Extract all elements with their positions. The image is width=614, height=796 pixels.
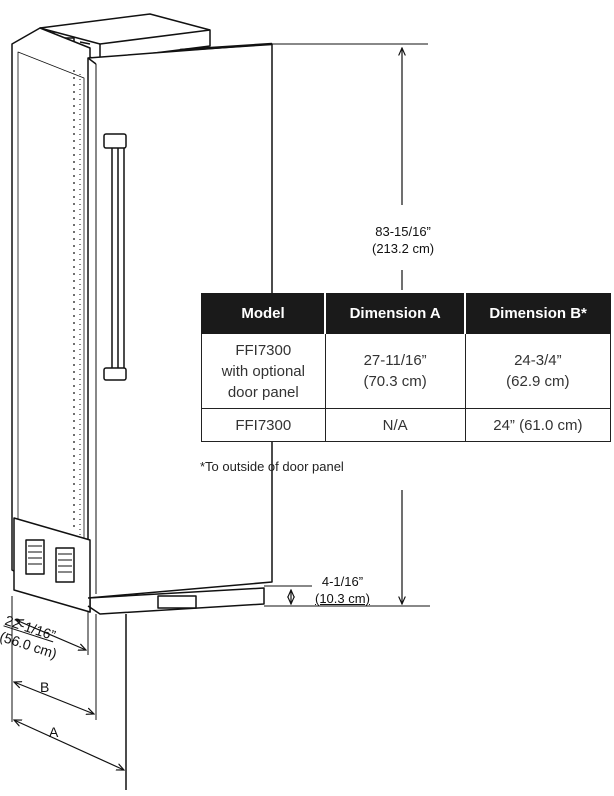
cell-dimension-b: 24” (61.0 cm) xyxy=(464,408,612,442)
table-footnote: *To outside of door panel xyxy=(200,459,344,474)
cabinet-side xyxy=(11,27,91,613)
header-model: Model xyxy=(201,293,326,334)
header-dimension-a: Dimension A xyxy=(324,293,466,334)
dimension-b-label: B xyxy=(40,679,50,695)
table-header-row: Model Dimension A Dimension B* xyxy=(201,293,612,334)
depth-dimensions xyxy=(11,596,127,790)
door-handle xyxy=(103,133,127,381)
height-dimension xyxy=(264,43,430,607)
table-row: FFI7300 N/A 24” (61.0 cm) xyxy=(201,408,612,442)
cell-model: FFI7300 xyxy=(201,408,326,442)
cell-dimension-a: 27-11/16” (70.3 cm) xyxy=(324,333,466,409)
door-panel xyxy=(87,42,273,599)
dimension-a-label: A xyxy=(49,724,59,740)
base-height-label: 4-1/16” (10.3 cm) xyxy=(315,574,370,606)
base-grille xyxy=(13,517,265,615)
table-row: FFI7300 with optional door panel 27-11/1… xyxy=(201,333,612,409)
height-label: 83-15/16” (213.2 cm) xyxy=(372,224,435,256)
base-height-dimension xyxy=(264,585,312,604)
cell-model: FFI7300 with optional door panel xyxy=(201,333,326,409)
cell-dimension-b: 24-3/4” (62.9 cm) xyxy=(464,333,612,409)
dimensions-table: Model Dimension A Dimension B* FFI7300 w… xyxy=(201,293,612,442)
header-dimension-b: Dimension B* xyxy=(464,293,612,334)
cell-dimension-a: N/A xyxy=(324,408,466,442)
